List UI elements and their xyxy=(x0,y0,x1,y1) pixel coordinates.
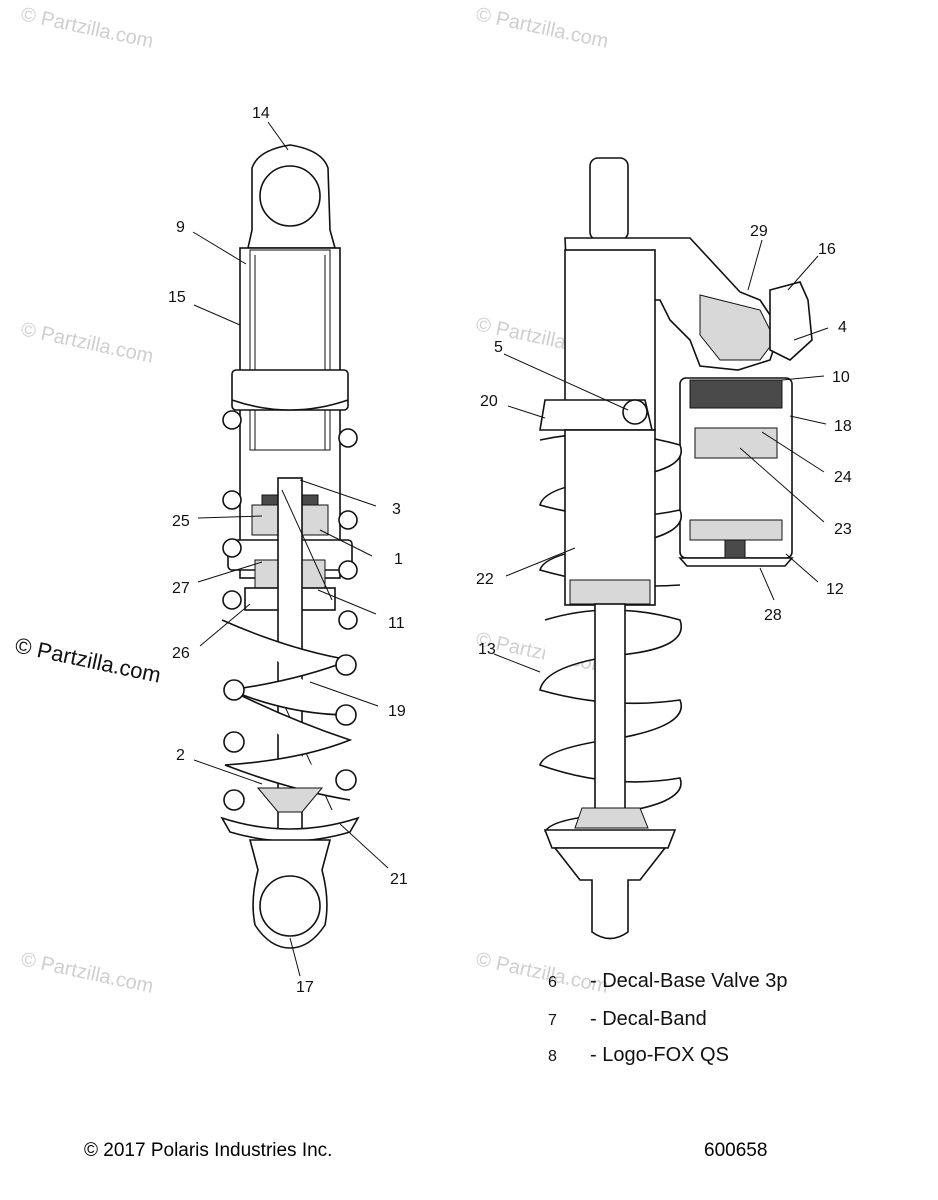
callout-21: 21 xyxy=(390,871,408,888)
callout-18: 18 xyxy=(834,418,852,435)
watermark: © Partzilla.com xyxy=(19,318,155,368)
callout-29: 29 xyxy=(750,223,768,240)
watermark-main: © Partzilla.com xyxy=(13,632,163,687)
callout-14: 14 xyxy=(252,105,270,122)
copyright-text: © 2017 Polaris Industries Inc. xyxy=(84,1140,333,1161)
legend-row: 6 - Decal-Base Valve 3p xyxy=(548,970,788,993)
callout-5: 5 xyxy=(494,339,503,356)
callout-16: 16 xyxy=(818,241,836,258)
legend-number: 6 xyxy=(548,974,557,991)
callout-28: 28 xyxy=(764,607,782,624)
legend-label: - Logo-FOX QS xyxy=(590,1044,729,1066)
callout-12: 12 xyxy=(826,581,844,598)
callout-19: 19 xyxy=(388,703,406,720)
callout-3: 3 xyxy=(392,501,401,518)
legend-label: - Decal-Base Valve 3p xyxy=(590,970,788,992)
callout-26: 26 xyxy=(172,645,190,662)
callouts-left: 14 9 15 3 25 1 27 11 26 19 2 21 17 xyxy=(168,105,408,996)
callout-23: 23 xyxy=(834,521,852,538)
legend-row: 8 - Logo-FOX QS xyxy=(548,1044,729,1067)
legend-number: 8 xyxy=(548,1048,557,1065)
top-eyelet-hole xyxy=(259,165,321,227)
callout-15: 15 xyxy=(168,289,186,306)
left-shock-drawing xyxy=(220,144,360,949)
legend-number: 7 xyxy=(548,1012,557,1029)
callout-1: 1 xyxy=(394,551,403,568)
leader-lines xyxy=(192,121,829,977)
callout-27: 27 xyxy=(172,580,190,597)
callout-20: 20 xyxy=(480,393,498,410)
callout-22: 22 xyxy=(476,571,494,588)
diagram-id: 600658 xyxy=(704,1140,768,1161)
legend-label: - Decal-Band xyxy=(590,1008,707,1030)
callout-10: 10 xyxy=(832,369,850,386)
bottom-eyelet-hole xyxy=(259,875,321,937)
callout-13: 13 xyxy=(478,641,496,658)
right-shock-drawing xyxy=(539,157,813,940)
callout-25: 25 xyxy=(172,513,190,530)
legend-row: 7 - Decal-Band xyxy=(548,1008,707,1031)
callouts-right: 29 16 4 5 10 20 18 24 23 22 12 28 13 xyxy=(476,223,852,658)
callout-11: 11 xyxy=(388,615,405,632)
watermark: © Partzilla.com xyxy=(474,3,610,53)
callout-24: 24 xyxy=(834,469,852,486)
left-spring xyxy=(221,399,358,811)
watermark: © Partzilla.com xyxy=(19,3,155,53)
callout-2: 2 xyxy=(176,747,185,764)
callout-4: 4 xyxy=(838,319,847,336)
callout-17: 17 xyxy=(296,979,314,996)
callout-9: 9 xyxy=(176,219,185,236)
watermark: © Partzilla.com xyxy=(19,948,155,998)
